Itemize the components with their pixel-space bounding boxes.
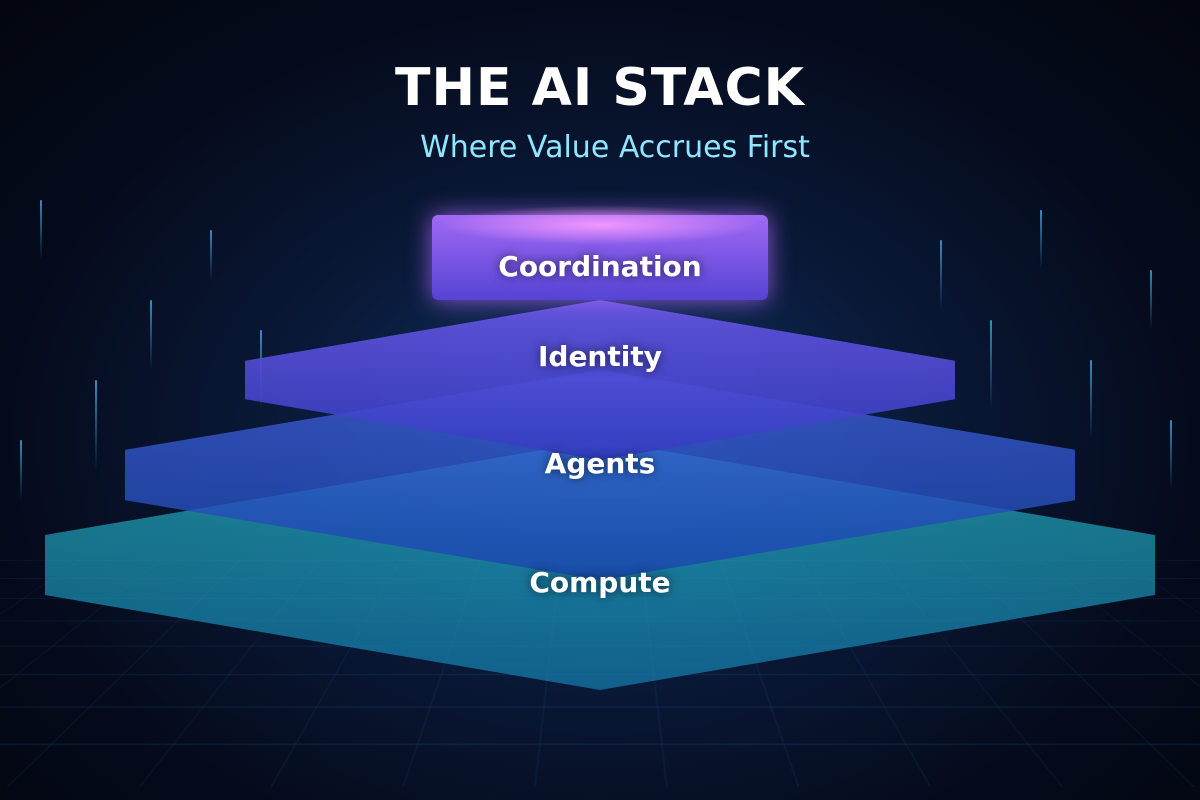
layer-label-compute: Compute [529,566,671,599]
layer-label-identity: Identity [537,340,662,373]
top-glow [440,205,760,245]
layer-label-agents: Agents [544,447,656,480]
diagram-subtitle: Where Value Accrues First [420,130,810,165]
layer-label-coordination: Coordination [498,250,702,283]
diagram-title: THE AI STACK [395,58,805,118]
